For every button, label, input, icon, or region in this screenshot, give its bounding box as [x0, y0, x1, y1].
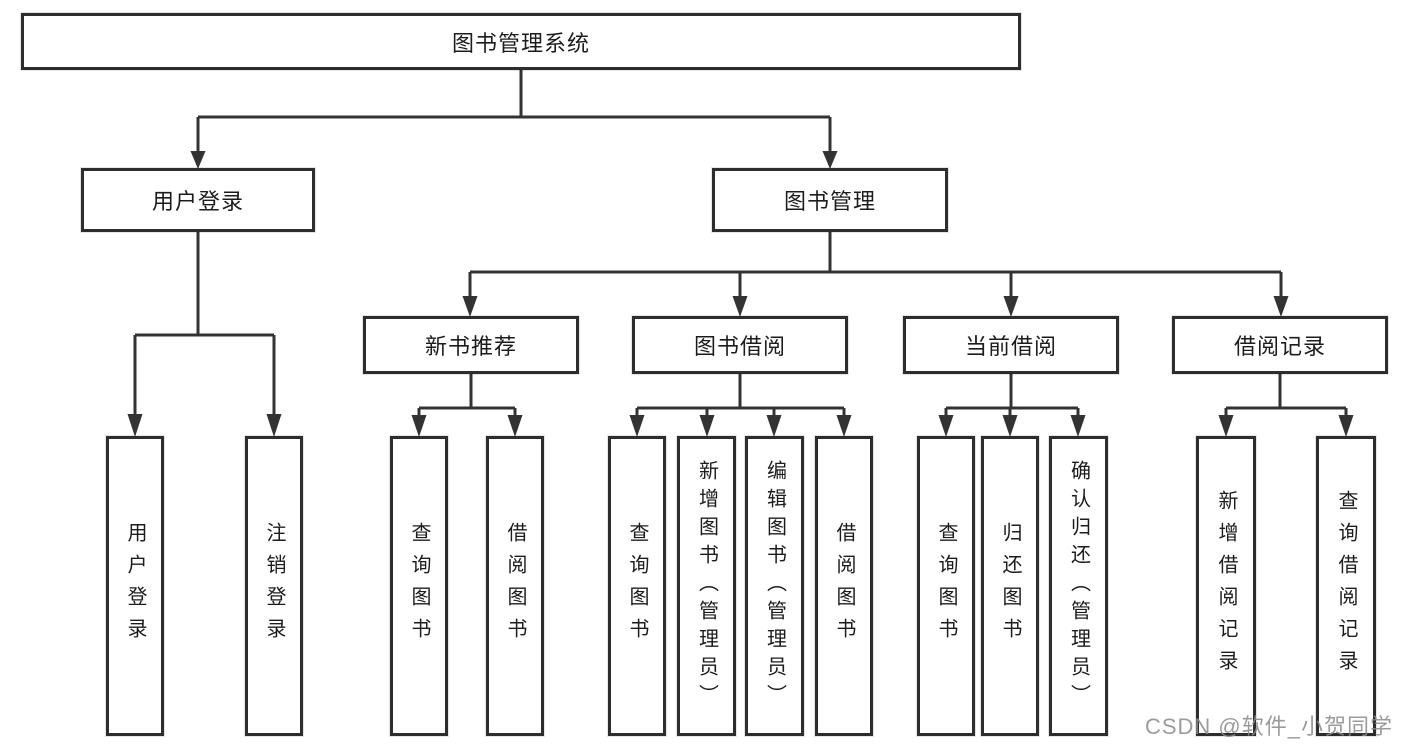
node-label: 当前借阅: [964, 334, 1057, 359]
leaf-borrow-books: 借阅图书: [815, 436, 873, 736]
leaf-edit-books-admin: 编辑图书（管理员）: [745, 436, 804, 736]
node-user-login: 用户登录: [81, 168, 315, 232]
leaf-user-login: 用户登录: [106, 436, 164, 736]
leaf-add-borrow-record: 新增借阅记录: [1196, 436, 1256, 736]
arrow-down-icon: [766, 415, 782, 437]
node-label: 图书借阅: [693, 334, 786, 359]
borrow-records-arrowheads: [1218, 415, 1354, 437]
node-label: 新增图书（管理员）: [695, 460, 718, 712]
arrow-down-icon: [266, 414, 282, 437]
root-to-level2-connector: [196, 70, 832, 153]
current-borrow-connector: [944, 374, 1080, 417]
node-label: 借阅图书: [504, 522, 526, 650]
arrow-down-icon: [822, 151, 838, 169]
arrow-down-icon: [732, 296, 748, 317]
node-borrow-records: 借阅记录: [1172, 316, 1388, 374]
arrow-down-icon: [1002, 415, 1018, 437]
arrow-down-icon: [1070, 415, 1086, 437]
borrow-records-connector: [1224, 374, 1348, 417]
level3-arrowheads: [462, 296, 1289, 317]
node-label: 查询图书: [408, 522, 430, 650]
arrow-down-icon: [190, 151, 206, 169]
leaf-logout: 注销登录: [245, 436, 303, 736]
book-borrow-arrowheads: [629, 415, 852, 437]
node-root-system: 图书管理系统: [21, 13, 1021, 70]
leaf-query-borrow-record: 查询借阅记录: [1316, 436, 1376, 736]
leaf-query-books-borrow: 查询图书: [608, 436, 666, 736]
node-label: 图书管理: [783, 189, 876, 214]
arrow-down-icon: [836, 415, 852, 437]
leaf-confirm-return-admin: 确认归还（管理员）: [1049, 436, 1108, 736]
arrow-down-icon: [507, 415, 523, 437]
csdn-watermark: CSDN @软件_小贺同学: [1144, 714, 1393, 739]
leaf-query-books-current: 查询图书: [917, 436, 975, 736]
arrow-down-icon: [1273, 296, 1289, 317]
node-label: 用户登录: [124, 522, 146, 650]
current-borrow-arrowheads: [938, 415, 1086, 437]
leaf-add-books-admin: 新增图书（管理员）: [677, 436, 736, 736]
leaf-query-books-recommend: 查询图书: [390, 436, 448, 736]
arrow-down-icon: [462, 296, 478, 317]
node-label: 借阅图书: [833, 522, 855, 650]
node-label: 查询图书: [626, 522, 648, 650]
node-label: 新书推荐: [424, 334, 517, 359]
node-new-book-recommend: 新书推荐: [363, 316, 579, 374]
node-label: 注销登录: [263, 522, 285, 650]
node-label: 归还图书: [999, 522, 1021, 650]
arrow-down-icon: [411, 415, 427, 437]
level2-arrowheads: [190, 151, 838, 169]
node-current-borrow: 当前借阅: [903, 316, 1119, 374]
node-book-management: 图书管理: [712, 168, 948, 232]
arrow-down-icon: [1338, 415, 1354, 437]
node-label: 查询图书: [935, 522, 957, 650]
node-label: 新增借阅记录: [1215, 490, 1237, 682]
arrow-down-icon: [629, 415, 645, 437]
arrow-down-icon: [1003, 296, 1019, 317]
arrow-down-icon: [938, 415, 954, 437]
node-label: 借阅记录: [1233, 334, 1326, 359]
node-label: 编辑图书（管理员）: [763, 460, 786, 712]
arrow-down-icon: [127, 414, 143, 437]
arrow-down-icon: [1218, 415, 1234, 437]
user-login-arrowheads: [127, 414, 282, 437]
book-borrow-connector: [635, 374, 846, 417]
new-book-recommend-connector: [417, 374, 517, 417]
new-book-recommend-arrowheads: [411, 415, 523, 437]
arrow-down-icon: [699, 415, 715, 437]
node-label: 图书管理系统: [451, 30, 590, 56]
user-login-branch-connector: [133, 232, 276, 416]
leaf-borrow-books-recommend: 借阅图书: [486, 436, 544, 736]
leaf-return-books: 归还图书: [981, 436, 1039, 736]
node-label: 确认归还（管理员）: [1067, 460, 1090, 712]
node-label: 用户登录: [151, 189, 244, 214]
node-book-borrow: 图书借阅: [632, 316, 848, 374]
node-label: 查询借阅记录: [1335, 490, 1357, 682]
book-management-branch-connector: [468, 232, 1283, 299]
